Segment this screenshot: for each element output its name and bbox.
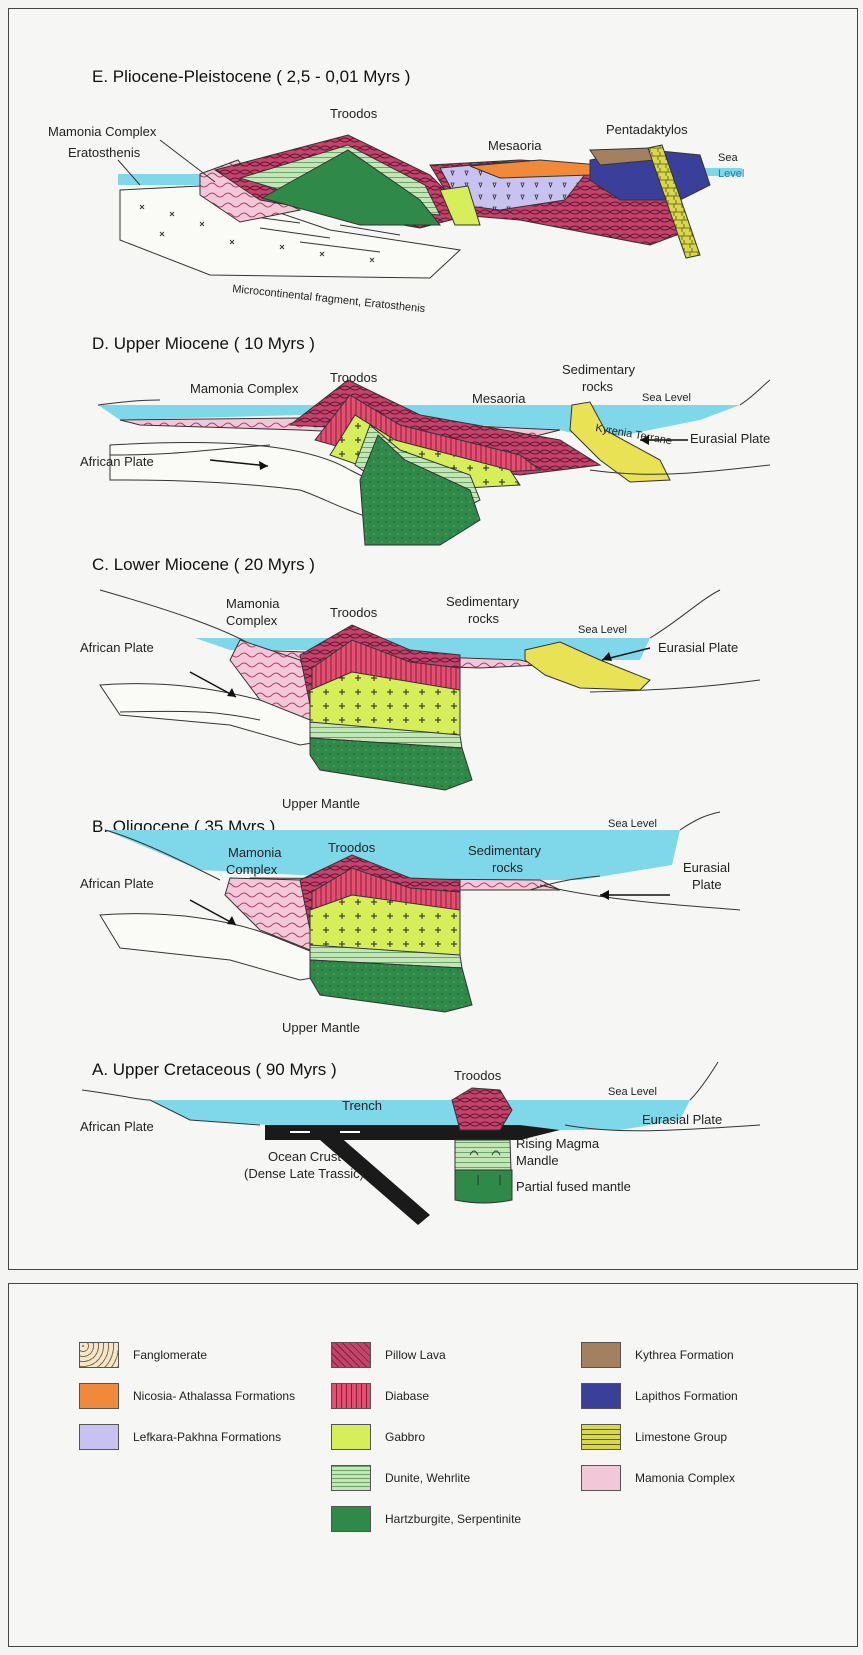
lefkara-swatch — [79, 1424, 119, 1450]
fragment-label-e: Microcontinental fragment, Eratosthenis — [232, 283, 427, 315]
sedimentary-label-c-2: rocks — [468, 611, 500, 626]
legend-label: Mamonia Complex — [635, 1471, 735, 1485]
mamonia-label-e: Mamonia Complex — [48, 124, 157, 139]
legend-label: Limestone Group — [635, 1430, 727, 1444]
upper-mantle-label-b: Upper Mantle — [282, 1020, 360, 1035]
section-d-title: D. Upper Miocene ( 10 Myrs ) — [92, 334, 315, 353]
trench-label-a: Trench — [342, 1098, 382, 1113]
african-plate-label-d: African Plate — [80, 454, 154, 469]
mesaoria-label-d: Mesaoria — [472, 391, 526, 406]
legend-item-limestone: Limestone Group — [581, 1424, 727, 1450]
eurasial-plate-label-d: Eurasial Plate — [690, 431, 770, 446]
lapithos-swatch — [581, 1383, 621, 1409]
mamonia-label-b-2: Complex — [226, 862, 278, 877]
mamonia-swatch — [581, 1465, 621, 1491]
troodos-label-c: Troodos — [330, 605, 378, 620]
dunite-swatch — [331, 1465, 371, 1491]
legend-item-fanglomerate: Fanglomerate — [79, 1342, 207, 1368]
upper-mantle-label-c: Upper Mantle — [282, 796, 360, 811]
legend-label: Nicosia- Athalassa Formations — [133, 1389, 295, 1403]
legend-label: Lefkara-Pakhna Formations — [133, 1430, 281, 1444]
hartzburgite-swatch — [331, 1506, 371, 1532]
legend-label: Hartzburgite, Serpentinite — [385, 1512, 521, 1526]
sea-level-label-d: Sea Level — [642, 392, 691, 404]
legend-label: Fanglomerate — [133, 1348, 207, 1362]
sea-level-label-c: Sea Level — [578, 624, 627, 636]
sea-level-label-b: Sea Level — [608, 818, 657, 830]
troodos-label-d: Troodos — [330, 370, 378, 385]
legend-item-dunite: Dunite, Wehrlite — [331, 1465, 470, 1491]
mamonia-label-c-2: Complex — [226, 613, 278, 628]
section-a-title: A. Upper Cretaceous ( 90 Myrs ) — [92, 1060, 337, 1079]
section-c-title: C. Lower Miocene ( 20 Myrs ) — [92, 555, 315, 574]
legend-item-mamonia: Mamonia Complex — [581, 1465, 735, 1491]
legend-item-nicosia: Nicosia- Athalassa Formations — [79, 1383, 295, 1409]
african-plate-label-a: African Plate — [80, 1119, 154, 1134]
kythrea-swatch — [581, 1342, 621, 1368]
legend-item-gabbro: Gabbro — [331, 1424, 425, 1450]
african-plate-label-c: African Plate — [80, 640, 154, 655]
legend-item-lapithos: Lapithos Formation — [581, 1383, 738, 1409]
sedimentary-label-d-2: rocks — [582, 379, 614, 394]
partial-mantle-label-a: Partial fused mantle — [516, 1179, 631, 1194]
pentadaktylos-label-e: Pentadaktylos — [606, 122, 688, 137]
gabbro-swatch — [331, 1424, 371, 1450]
african-plate-label-b: African Plate — [80, 876, 154, 891]
fanglomerate-swatch — [79, 1342, 119, 1368]
sedimentary-label-c-1: Sedimentary — [446, 594, 519, 609]
sea-label-e: Sea — [718, 152, 738, 164]
section-a: A. Upper Cretaceous ( 90 Myrs ) Sea Leve… — [80, 1060, 760, 1225]
legend-item-hartzburgite: Hartzburgite, Serpentinite — [331, 1506, 521, 1532]
legend-item-lefkara: Lefkara-Pakhna Formations — [79, 1424, 281, 1450]
eratosthenis-label-e: Eratosthenis — [68, 145, 141, 160]
mesaoria-label-e: Mesaoria — [488, 138, 542, 153]
eurasial-label-b-2: Plate — [692, 877, 722, 892]
legend-label: Diabase — [385, 1389, 429, 1403]
legend-label: Dunite, Wehrlite — [385, 1471, 470, 1485]
mandle-label-a: Mandle — [516, 1153, 559, 1168]
eurasial-label-b-1: Eurasial — [683, 860, 730, 875]
troodos-label-b: Troodos — [328, 840, 376, 855]
legend-item-diabase: Diabase — [331, 1383, 429, 1409]
legend-panel: Fanglomerate Nicosia- Athalassa Formatio… — [8, 1283, 858, 1647]
section-b: B. Oligocene ( 35 Myrs ) Sea Level Mamon… — [80, 812, 740, 1035]
cross-sections-diagram: E. Pliocene-Pleistocene ( 2,5 - 0,01 Myr… — [0, 0, 863, 1280]
limestone-swatch — [581, 1424, 621, 1450]
troodos-pillow-a — [452, 1088, 512, 1130]
partial-mantle-a — [455, 1170, 512, 1203]
legend-label: Gabbro — [385, 1430, 425, 1444]
legend-item-pillow-lava: Pillow Lava — [331, 1342, 446, 1368]
sedimentary-label-b-1: Sedimentary — [468, 843, 541, 858]
pillow-lava-swatch — [331, 1342, 371, 1368]
section-e-title: E. Pliocene-Pleistocene ( 2,5 - 0,01 Myr… — [92, 67, 410, 86]
mamonia-label-b-1: Mamonia — [228, 845, 282, 860]
legend-label: Lapithos Formation — [635, 1389, 738, 1403]
ocean-crust-label-a-1: Ocean Crust — [268, 1149, 341, 1164]
nicosia-swatch — [79, 1383, 119, 1409]
eurasial-plate-label-a: Eurasial Plate — [642, 1112, 722, 1127]
sea-level-label-a: Sea Level — [608, 1086, 657, 1098]
ocean-crust-label-a-2: (Dense Late Trassic) — [244, 1166, 364, 1181]
legend-item-kythrea: Kythrea Formation — [581, 1342, 734, 1368]
legend-label: Kythrea Formation — [635, 1348, 734, 1362]
diabase-swatch — [331, 1383, 371, 1409]
section-d: D. Upper Miocene ( 10 Myrs ) Troodos Mam… — [80, 334, 770, 545]
mamonia-label-c-1: Mamonia — [226, 596, 280, 611]
legend-label: Pillow Lava — [385, 1348, 446, 1362]
troodos-label-a: Troodos — [454, 1068, 502, 1083]
eurasial-plate-label-c: Eurasial Plate — [658, 640, 738, 655]
troodos-mantle-b — [310, 960, 472, 1012]
section-e: E. Pliocene-Pleistocene ( 2,5 - 0,01 Myr… — [48, 67, 744, 315]
rising-magma-label-a: Rising Magma — [516, 1136, 600, 1151]
level-label-e: Level — [718, 168, 744, 180]
sedimentary-label-d-1: Sedimentary — [562, 362, 635, 377]
troodos-label-e: Troodos — [330, 106, 378, 121]
mamonia-label-d: Mamonia Complex — [190, 381, 299, 396]
section-c: C. Lower Miocene ( 20 Myrs ) Mamonia Com… — [80, 555, 760, 811]
sedimentary-label-b-2: rocks — [492, 860, 524, 875]
